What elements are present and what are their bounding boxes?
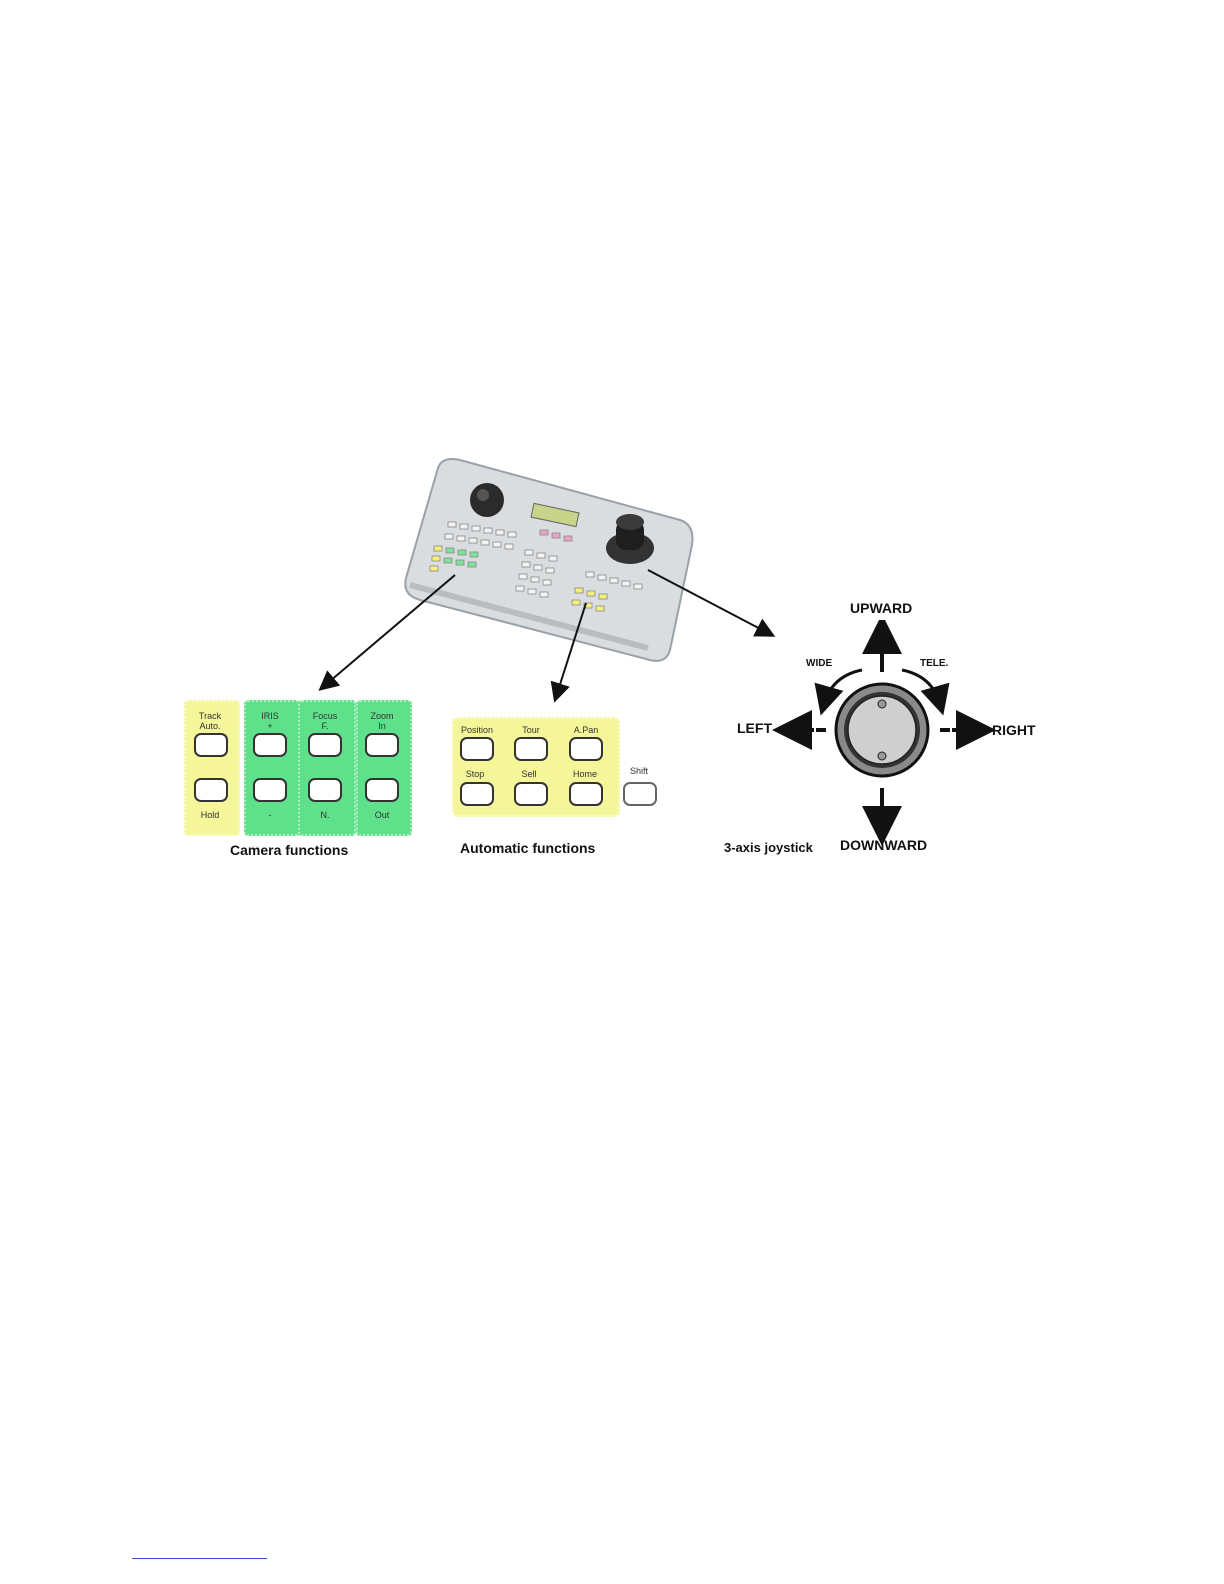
shift-label: Shift [614,766,664,776]
position-button[interactable] [460,737,494,761]
downward-label: DOWNWARD [840,837,927,853]
apan-label: A.Pan [561,725,611,735]
tour-button[interactable] [514,737,548,761]
track-auto-button[interactable] [194,733,228,757]
automatic-functions-caption: Automatic functions [460,840,595,856]
focus-near-label: N. [300,810,350,820]
zoom-out-label: Out [357,810,407,820]
iris-minus-button[interactable] [253,778,287,802]
tele-label: TELE. [920,658,948,669]
zoom-in-label: Zoom In [357,711,407,731]
focus-far-button[interactable] [308,733,342,757]
sell-label: Sell [504,769,554,779]
camera-functions-caption: Camera functions [230,842,348,858]
home-button[interactable] [569,782,603,806]
footnote-link-underline[interactable] [132,1558,267,1559]
hold-label: Hold [185,810,235,820]
upward-label: UPWARD [850,600,912,616]
arrow-to-joystick [648,570,770,634]
track-auto-label: Track Auto. [185,711,235,731]
shift-button[interactable] [623,782,657,806]
right-label: RIGHT [992,722,1036,738]
zoom-in-button[interactable] [365,733,399,757]
iris-minus-label: - [245,810,295,820]
position-label: Position [452,725,502,735]
wide-label: WIDE [806,658,832,669]
arrow-to-camera-functions [323,575,455,687]
focus-far-label: Focus F. [300,711,350,731]
sell-button[interactable] [514,782,548,806]
left-label: LEFT [737,720,772,736]
apan-button[interactable] [569,737,603,761]
zoom-out-button[interactable] [365,778,399,802]
iris-plus-label: IRIS + [245,711,295,731]
focus-near-button[interactable] [308,778,342,802]
stop-label: Stop [450,769,500,779]
tour-label: Tour [506,725,556,735]
joystick-diagram [770,620,1070,860]
joystick-caption: 3-axis joystick [724,840,813,855]
arrow-to-automatic-functions [556,603,586,697]
home-label: Home [560,769,610,779]
stop-button[interactable] [460,782,494,806]
hold-button[interactable] [194,778,228,802]
iris-plus-button[interactable] [253,733,287,757]
